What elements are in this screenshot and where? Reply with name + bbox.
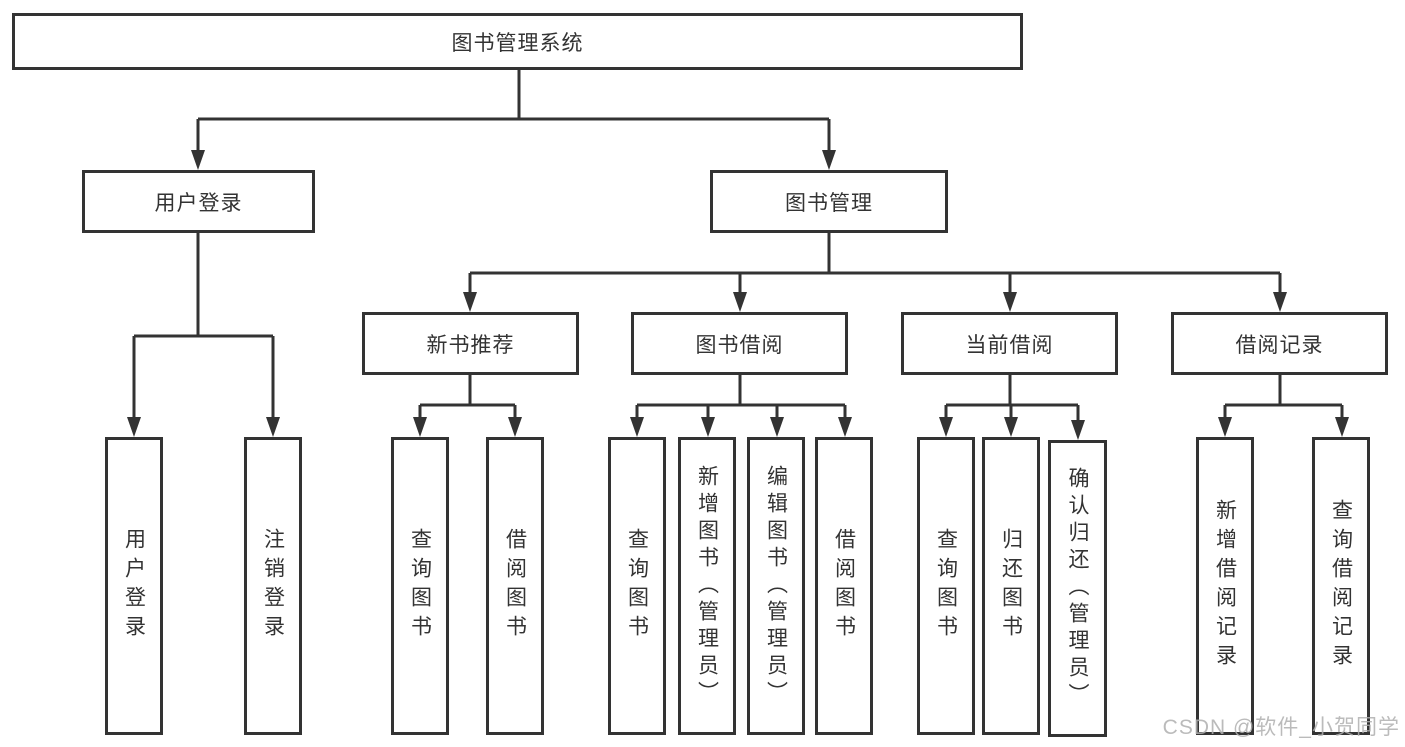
connector-borrow-records — [1218, 375, 1349, 437]
node-confirm-return-admin: 确认归还（管理员） — [1048, 440, 1107, 737]
watermark: CSDN @软件_小贺同学 — [1162, 716, 1400, 739]
node-return-books: 归还图书 — [982, 437, 1040, 735]
node-current-borrow: 当前借阅 — [901, 312, 1118, 375]
connector-new-book-recommend — [413, 375, 522, 437]
node-recommend-query-books: 查询图书 — [391, 437, 449, 735]
connector-book-borrow — [630, 375, 852, 437]
node-borrow-books: 借阅图书 — [815, 437, 873, 735]
node-add-borrow-record: 新增借阅记录 — [1196, 437, 1254, 735]
node-book-borrow: 图书借阅 — [631, 312, 848, 375]
node-book-management: 图书管理 — [710, 170, 948, 233]
node-root: 图书管理系统 — [12, 13, 1023, 70]
node-query-borrow-record: 查询借阅记录 — [1312, 437, 1370, 735]
node-user-login: 用户登录 — [82, 170, 315, 233]
node-borrow-query-books: 查询图书 — [608, 437, 666, 735]
node-recommend-borrow-books: 借阅图书 — [486, 437, 544, 735]
connector-book-management — [463, 233, 1287, 312]
node-logout: 注销登录 — [244, 437, 302, 735]
node-user-login-action: 用户登录 — [105, 437, 163, 735]
node-borrow-records: 借阅记录 — [1171, 312, 1388, 375]
node-new-book-recommend: 新书推荐 — [362, 312, 579, 375]
node-add-books-admin: 新增图书（管理员） — [678, 437, 736, 735]
node-current-query-books: 查询图书 — [917, 437, 975, 735]
connector-root — [191, 70, 836, 170]
node-edit-books-admin: 编辑图书（管理员） — [747, 437, 805, 735]
connector-current-borrow — [939, 375, 1085, 440]
connector-user-login — [127, 233, 280, 437]
